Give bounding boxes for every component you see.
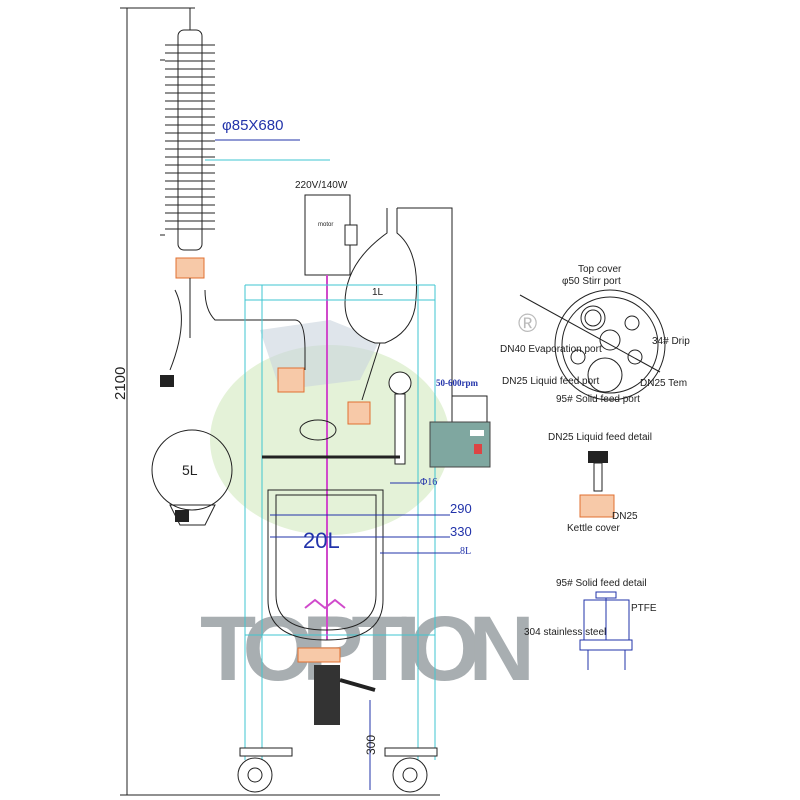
- clamp-flanges: [175, 257, 371, 663]
- top-cover-diagram: [519, 289, 666, 401]
- dim-330-label: 330: [450, 524, 472, 539]
- pressure-gauge: [388, 371, 412, 395]
- motor-label: motor: [318, 222, 334, 228]
- watermark-text: TOPTION: [200, 598, 535, 700]
- ptfe-label: PTFE: [631, 603, 657, 614]
- kettle-cover-label: Kettle cover: [567, 523, 620, 534]
- motor-box: [344, 224, 358, 246]
- valve-icon: [160, 375, 174, 387]
- coil-condenser: [160, 8, 215, 251]
- dim-phi16-label: Φ16: [420, 477, 438, 488]
- reactor-volume-label: 20L: [303, 528, 340, 553]
- liquid-feed-detail-drawing: [579, 451, 615, 518]
- impeller: [304, 598, 346, 610]
- top-cover-title: Top cover: [578, 264, 622, 275]
- drip-port-label: 34# Drip: [652, 336, 690, 347]
- bottom-discharge-valve: [314, 665, 340, 725]
- stainless-steel-label: 304 stainless steel: [524, 627, 607, 638]
- solid-feed-port-label: 95# Solid feed port: [556, 394, 640, 405]
- solid-feed-detail-drawing: [579, 591, 633, 670]
- power-cable: [397, 207, 453, 428]
- ground-clearance-label: 300: [364, 734, 378, 755]
- motor: [304, 194, 351, 276]
- frame: [244, 284, 436, 760]
- liquid-detail-dn-label: DN25: [612, 511, 638, 522]
- controller-cable: [452, 395, 488, 422]
- motor-power-label: 220V/140W: [295, 180, 348, 191]
- flask-volume-label: 5L: [182, 462, 198, 478]
- overall-height-label: 2100: [112, 366, 129, 400]
- power-switch-icon: [474, 444, 482, 454]
- casters: [237, 747, 438, 793]
- funnel-stem: [361, 342, 381, 401]
- registered-mark-icon: ®: [518, 308, 537, 338]
- reactor-vessel: [267, 489, 384, 641]
- watermark-swoosh-green: [210, 345, 450, 535]
- reactor-inner: [275, 494, 377, 631]
- speed-range-label: 50-600rpm: [436, 378, 478, 388]
- controller-display: [470, 430, 484, 436]
- reactor-neck: [299, 419, 337, 441]
- funnel-volume-label: 1L: [372, 287, 384, 298]
- condenser-size-label: φ85X680: [222, 117, 284, 134]
- dimension-lines: [270, 482, 460, 790]
- temp-port-label: DN25 Tem: [640, 378, 688, 389]
- liquid-feed-port-label: DN25 Liquid feed port: [502, 376, 600, 387]
- liquid-feed-detail-title: DN25 Liquid feed detail: [548, 432, 652, 443]
- drain-valve-icon: [175, 510, 189, 522]
- evaporation-port-label: DN40 Evaporation port: [500, 344, 602, 355]
- vapour-tube: [169, 278, 306, 371]
- stir-port-label: φ50 Stirr port: [562, 276, 621, 287]
- discharge-pipe: [339, 678, 376, 692]
- dim-8l-label: 8L: [460, 546, 472, 557]
- solid-feed-detail-title: 95# Solid feed detail: [556, 578, 647, 589]
- receiving-flask: [151, 429, 233, 511]
- dim-290-label: 290: [450, 501, 472, 516]
- gauge-stem: [394, 393, 406, 465]
